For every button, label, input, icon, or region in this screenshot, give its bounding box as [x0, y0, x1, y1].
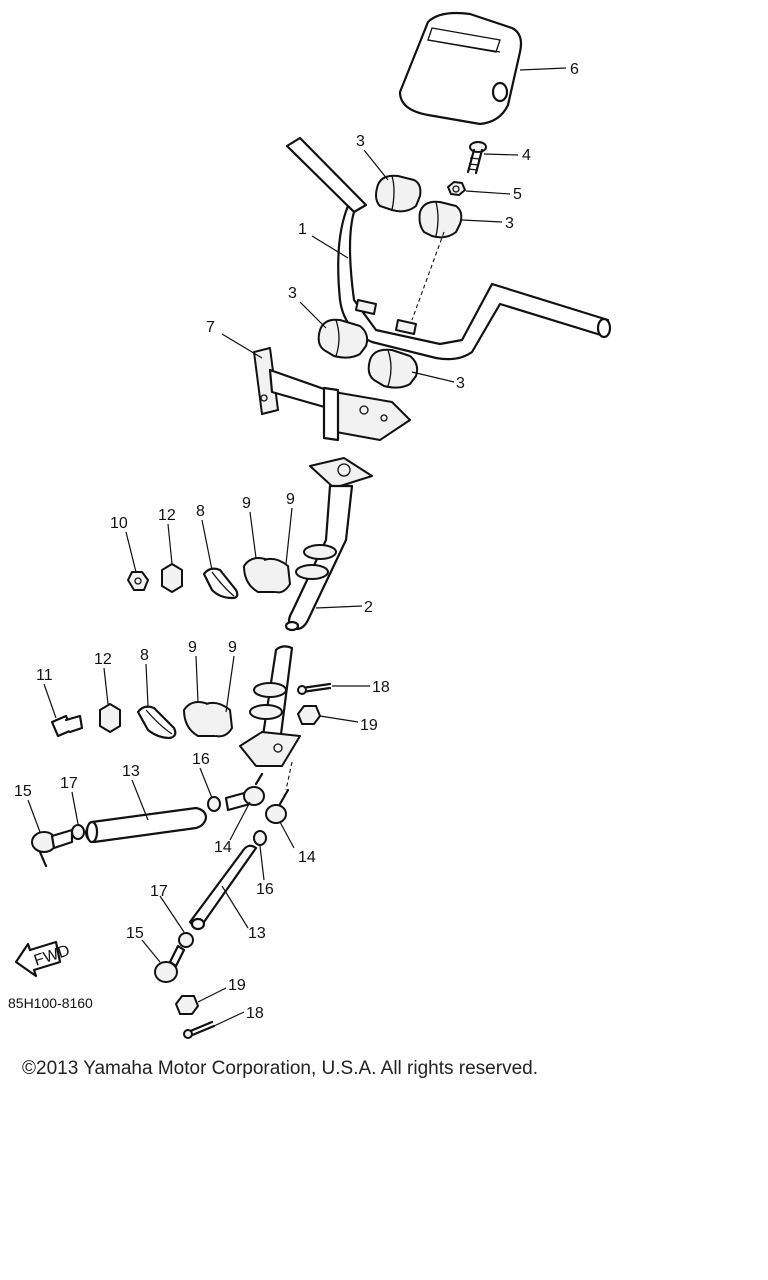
callout-12b: 12: [94, 651, 112, 668]
callout-19b: 19: [228, 977, 246, 994]
callout-9b: 9: [286, 491, 295, 508]
callout-7: 7: [206, 319, 215, 336]
callout-9a: 9: [242, 495, 251, 512]
nut-16-upper: [207, 796, 221, 812]
copyright-notice: ©2013 Yamaha Motor Corporation, U.S.A. A…: [22, 1058, 538, 1079]
callout-12a: 12: [158, 507, 176, 524]
tie-rod-end-14-upper: [224, 772, 265, 812]
callout-8b: 8: [140, 647, 149, 664]
tie-rod-end-14-lower: [265, 788, 290, 824]
tie-rod-13-diagonal: [188, 844, 258, 931]
nut-17-left: [71, 824, 85, 840]
nut-10-upper: [127, 571, 149, 591]
callout-14a: 14: [214, 839, 232, 856]
callout-18a: 18: [372, 679, 390, 696]
holder-lower-left: [317, 318, 369, 359]
bracket-7: [253, 347, 411, 442]
bolt-4: [466, 141, 487, 175]
callout-16a: 16: [192, 751, 210, 768]
holder-upper-right: [418, 200, 463, 239]
nut-19-lower: [175, 995, 199, 1015]
clamp-8-upper: [202, 567, 239, 600]
holder-lower-right: [367, 348, 419, 389]
callout-3a: 3: [356, 133, 365, 150]
steering-column: [284, 457, 373, 632]
callout-15b: 15: [126, 925, 144, 942]
cotter-pin-18-lower: [183, 1020, 216, 1039]
callout-15a: 15: [14, 783, 32, 800]
clamp-8-lower: [136, 705, 177, 740]
leader-lines: [27, 67, 567, 1027]
callout-9d: 9: [228, 639, 237, 656]
callout-10: 10: [110, 515, 128, 532]
handlebar: [285, 136, 612, 361]
nut-5: [447, 181, 466, 196]
steering-parts-diagram: FWD 6 4: [8, 11, 612, 1039]
bushing-12-upper: [161, 563, 183, 593]
callout-3d: 3: [456, 375, 465, 392]
callout-14b: 14: [298, 849, 316, 866]
callout-17a: 17: [60, 775, 78, 792]
callout-18b: 18: [246, 1005, 264, 1022]
holder-upper-left: [375, 174, 422, 213]
callout-9c: 9: [188, 639, 197, 656]
callout-1: 1: [298, 221, 307, 238]
callout-3b: 3: [505, 215, 514, 232]
callout-13b: 13: [248, 925, 266, 942]
tie-rod-13-horizontal: [84, 806, 208, 844]
nut-19-upper: [297, 705, 321, 725]
callout-5: 5: [513, 186, 522, 203]
callout-16b: 16: [256, 881, 274, 898]
steering-column-lower: [239, 645, 301, 791]
bushing-9-upper: [243, 557, 291, 594]
callout-19a: 19: [360, 717, 378, 734]
tie-rod-end-15-lower: [154, 944, 186, 983]
callout-4: 4: [522, 147, 531, 164]
tie-rod-end-15-left: [31, 828, 74, 868]
diagram-code: 85H100-8160: [8, 995, 93, 1011]
callout-11: 11: [36, 667, 53, 684]
bolt-11: [50, 714, 84, 738]
bushing-12-lower: [99, 703, 121, 733]
fwd-arrow-icon: FWD: [14, 940, 72, 978]
handlebar-pad: [398, 11, 523, 126]
callout-13a: 13: [122, 763, 140, 780]
callout-6: 6: [570, 61, 579, 78]
cotter-pin-18-upper: [297, 682, 332, 695]
nut-16-lower: [253, 830, 267, 846]
callout-3c: 3: [288, 285, 297, 302]
callout-8a: 8: [196, 503, 205, 520]
nut-17-lower: [178, 932, 194, 948]
callout-2: 2: [364, 599, 373, 616]
bushing-9-lower: [183, 701, 233, 738]
callout-17b: 17: [150, 883, 168, 900]
